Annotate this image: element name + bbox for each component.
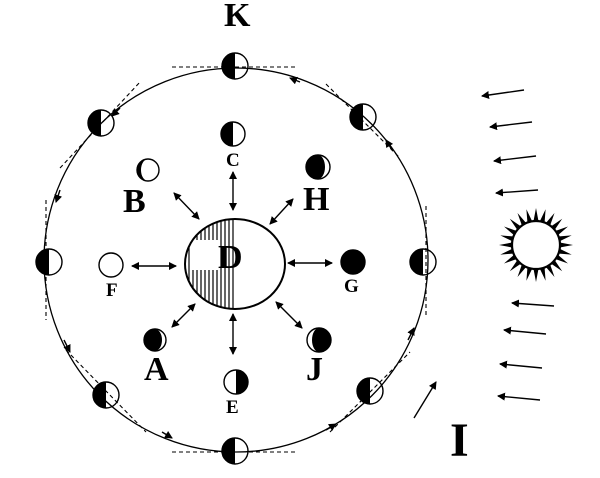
moon-icon: [92, 381, 120, 409]
moon-icon: [221, 52, 249, 80]
label-i: I: [450, 414, 469, 467]
moon-icon: [35, 248, 63, 276]
orbit-moons: [35, 52, 437, 465]
label-a: A: [144, 351, 169, 388]
moon-icon: [305, 154, 331, 180]
moon-icon: [221, 437, 249, 465]
moon-icon: [136, 158, 160, 182]
label-j: J: [306, 351, 323, 388]
moon-icon: [306, 327, 332, 353]
moon-icon: [98, 252, 124, 278]
moon-icon: [87, 109, 115, 137]
pointer-arrow: [413, 381, 437, 419]
moon-icon: [220, 121, 246, 147]
label-e: E: [226, 397, 239, 418]
moon-icon: [409, 248, 437, 276]
label-c: C: [226, 150, 240, 171]
moon-icon: [349, 103, 377, 131]
label-b: B: [123, 183, 146, 220]
sight-arrows: [131, 171, 333, 355]
label-g: G: [344, 276, 359, 297]
label-h: H: [303, 181, 329, 218]
moon-icon: [340, 249, 366, 275]
label-d: D: [218, 239, 243, 276]
moon-icon: [356, 377, 384, 405]
sun-disk: [510, 219, 562, 271]
sunlight-arrows: [481, 89, 555, 401]
label-f: F: [106, 280, 118, 301]
moon-icon: [223, 369, 249, 395]
moon-icon: [143, 328, 167, 352]
sun-icon: [499, 208, 573, 282]
label-k: K: [224, 0, 251, 34]
earth-icon: [184, 218, 286, 310]
